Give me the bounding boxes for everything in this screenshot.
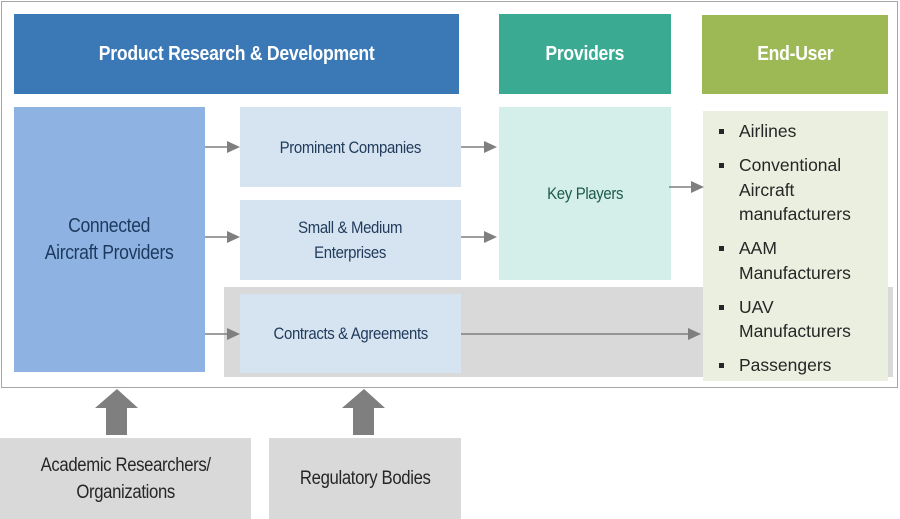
diagram-frame <box>1 1 898 388</box>
arrow-prominent-to-keyplayers <box>461 141 497 153</box>
arrow-contracts-to-enduser <box>461 328 701 340</box>
arrow-connected-to-prominent <box>205 141 240 153</box>
connected-line-1: Connected <box>68 214 151 237</box>
end-user-item: Passengers <box>719 353 888 378</box>
header-end-user: End-User <box>702 15 888 94</box>
end-user-item: AAM Manufacturers <box>719 236 888 285</box>
arrow-sme-to-keyplayers <box>461 231 497 243</box>
connected-aircraft-providers-box: Connected Aircraft Providers <box>14 107 205 372</box>
regulatory-bodies-label: Regulatory Bodies <box>299 468 431 489</box>
header-end-user-label: End-User <box>756 43 834 65</box>
key-players-box: Key Players <box>499 107 671 280</box>
connected-line-2: Aircraft Providers <box>45 241 174 264</box>
contracts-agreements-box: Contracts & Agreements <box>240 294 461 373</box>
end-user-text: Manufacturers <box>739 321 851 341</box>
end-user-text: Aircraft <box>739 179 795 200</box>
prominent-companies-label: Prominent Companies <box>279 137 422 157</box>
bullet-icon <box>719 129 724 134</box>
sme-line-1: Small & Medium <box>298 218 403 237</box>
end-user-item: Airlines <box>719 119 888 144</box>
prominent-companies-box: Prominent Companies <box>240 107 461 187</box>
end-user-text: Manufacturers <box>739 262 851 283</box>
end-user-item: UAV Manufacturers <box>719 295 888 344</box>
sme-line-2: Enterprises <box>314 243 387 262</box>
bullet-icon <box>719 304 724 310</box>
arrow-connected-to-sme <box>205 231 240 243</box>
arrow-keyplayers-to-enduser <box>669 181 704 193</box>
end-user-text: manufacturers <box>739 204 851 224</box>
end-user-text: Conventional <box>739 155 842 175</box>
academic-line-1: Academic Researchers/ <box>40 454 211 476</box>
end-user-text: AAM <box>739 238 777 258</box>
end-user-list: Airlines Conventional Aircraft manufactu… <box>703 111 888 381</box>
end-user-item: Conventional Aircraft manufacturers <box>719 153 888 227</box>
arrow-connected-to-contracts <box>205 328 240 340</box>
contracts-agreements-label: Contracts & Agreements <box>273 324 428 343</box>
header-product-research-label: Product Research & Development <box>98 42 375 65</box>
regulatory-bodies-box: Regulatory Bodies <box>269 438 461 519</box>
bullet-icon <box>719 246 724 251</box>
header-providers: Providers <box>499 14 671 94</box>
key-players-label: Key Players <box>547 183 623 203</box>
bullet-icon <box>719 163 724 168</box>
academic-line-2: Organizations <box>76 481 175 503</box>
end-user-text: Airlines <box>739 121 797 141</box>
header-product-research: Product Research & Development <box>14 14 459 94</box>
end-user-text: Passengers <box>739 355 832 375</box>
up-arrow-academic-icon <box>95 389 138 435</box>
sme-box: Small & Medium Enterprises <box>240 200 461 280</box>
end-user-text: UAV <box>739 296 774 317</box>
academic-researchers-box: Academic Researchers/ Organizations <box>0 438 251 519</box>
bullet-icon <box>719 363 724 368</box>
up-arrow-regulatory-icon <box>342 389 385 435</box>
header-providers-label: Providers <box>545 42 625 65</box>
